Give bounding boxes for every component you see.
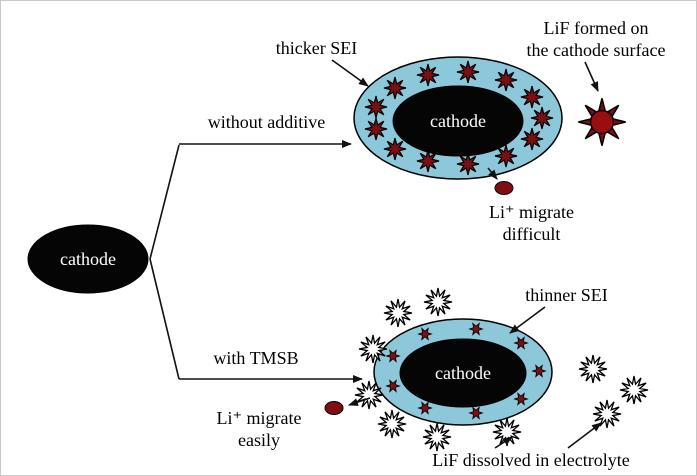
with-tmsb-label: with TMSB (213, 348, 299, 368)
top-cathode-ellipse (392, 85, 524, 157)
bottom-cathode-ellipse (399, 338, 527, 408)
without-additive-label: without additive (207, 112, 326, 132)
lif-dissolved-arrow-right (567, 422, 602, 449)
lif-dissolved-label: LiF dissolved in electrolyte (432, 450, 630, 470)
left-cathode-label: cathode (60, 249, 116, 269)
li-ion-dot-top (494, 181, 514, 195)
left-cathode-ellipse (27, 224, 149, 294)
top-cathode-label: cathode (430, 111, 486, 131)
lif-formed-arrow (584, 61, 599, 92)
thinner-sei-label: thinner SEI (525, 285, 608, 305)
branch-lines (149, 144, 180, 380)
li-migrate-difficult-arrow (487, 167, 498, 180)
li-migrate-easily-arrow (348, 397, 371, 406)
lif-dissolved-arrow-left (494, 436, 513, 449)
thinner-sei-arrow (509, 306, 546, 334)
lone-lif-star-icon (577, 97, 627, 147)
li-migrate-difficult-label: Li⁺ migrate difficult (489, 202, 574, 244)
li-ion-dot-bottom (324, 401, 344, 415)
thicker-sei-label: thicker SEI (275, 38, 358, 58)
thicker-sei-arrow (331, 59, 369, 87)
bottom-cathode-label: cathode (435, 363, 491, 383)
li-migrate-easily-label: Li⁺ migrate easily (216, 408, 302, 450)
lif-formed-label: LiF formed on the cathode surface (526, 18, 666, 60)
